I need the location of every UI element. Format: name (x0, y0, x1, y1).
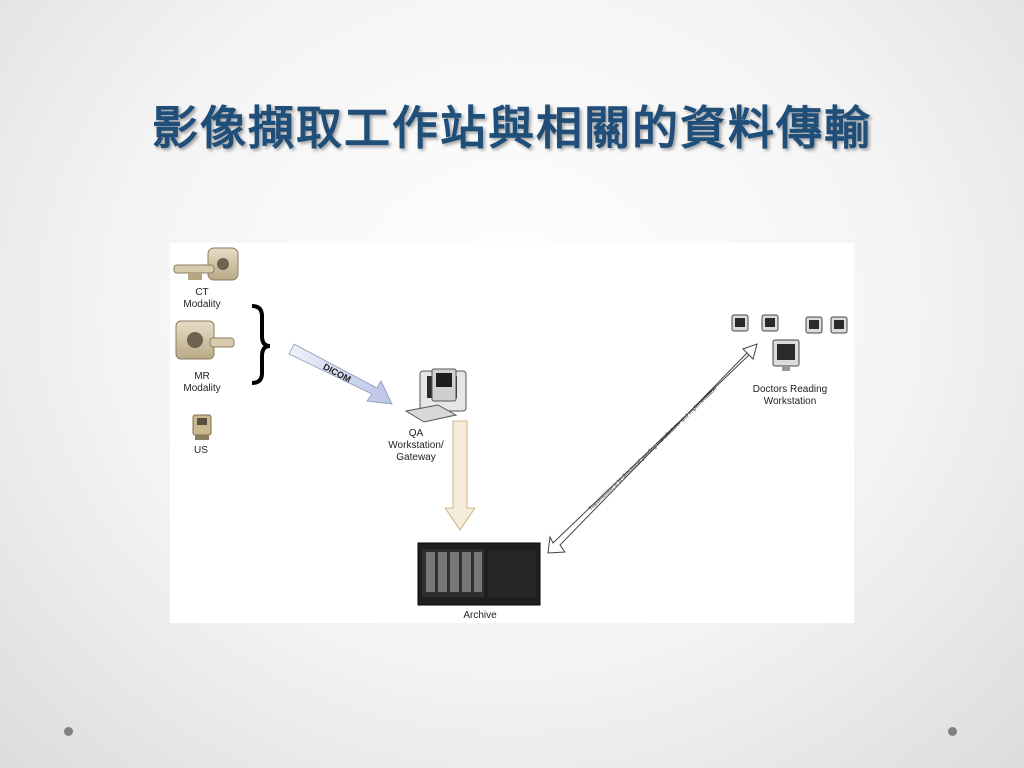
ct-scanner-icon (173, 247, 239, 281)
qa-workstation-label: QA Workstation/ Gateway (375, 428, 457, 464)
pacs-diagram: CT Modality MR Modality US DICOM QA Work… (170, 243, 854, 623)
qa-label-line3: Gateway (396, 452, 436, 463)
grouping-brace (251, 304, 271, 385)
doctors-workstation-label: Doctors Reading Workstation (738, 384, 842, 408)
ct-modality-label: CT Modality (176, 287, 228, 311)
ultrasound-icon (192, 414, 212, 440)
slide-title: 影像擷取工作站與相關的資料傳輸 (152, 101, 872, 155)
dicom-arrow (288, 343, 393, 405)
us-modality-label: US (186, 445, 216, 457)
archive-server-icon (417, 542, 541, 606)
us-label-line1: US (194, 445, 208, 456)
mr-label-line1: MR (194, 371, 210, 382)
qa-label-line1: QA (408, 428, 424, 439)
mr-scanner-icon (175, 320, 235, 360)
mr-modality-label: MR Modality (176, 371, 228, 395)
corner-dot-left (64, 727, 73, 736)
diagram-graphics (173, 247, 848, 606)
mr-label-line2: Modality (183, 383, 221, 394)
corner-dot-right (948, 727, 957, 736)
doctor-monitors-icon (731, 314, 848, 371)
qa-computer-icon (404, 368, 467, 423)
bidirectional-arrow (547, 343, 758, 554)
doctors-label-line1: Doctors Reading (752, 384, 828, 395)
ct-label-line1: CT (195, 287, 209, 298)
qa-label-line2: Workstation/ (388, 440, 444, 451)
down-arrow (444, 420, 476, 531)
archive-label: Archive (463, 610, 497, 621)
ct-label-line2: Modality (183, 299, 221, 310)
doctors-label-line2: Workstation (763, 396, 817, 407)
